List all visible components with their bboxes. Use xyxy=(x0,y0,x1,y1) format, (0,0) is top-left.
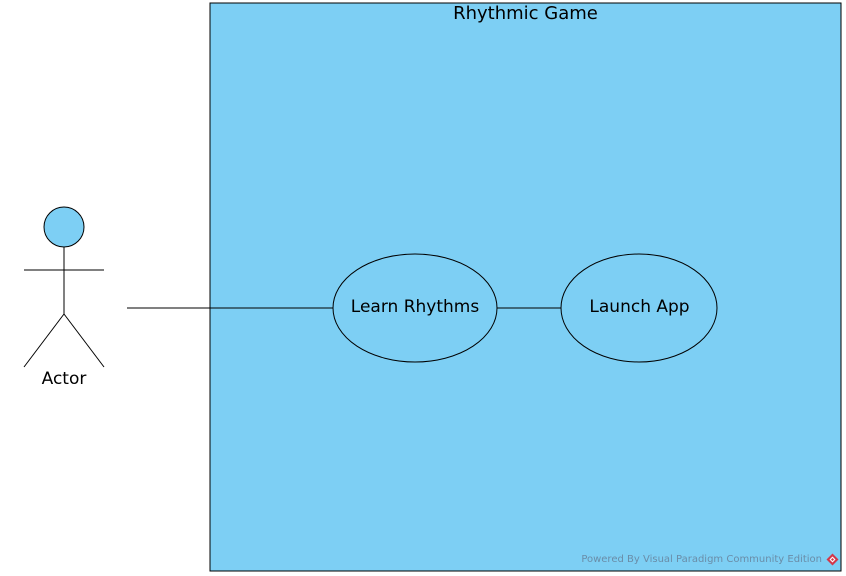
actor-head xyxy=(43,206,85,248)
system-boundary[interactable] xyxy=(209,2,842,572)
watermark: Powered By Visual Paradigm Community Edi… xyxy=(581,553,839,566)
use-case-launch-app[interactable] xyxy=(560,253,718,363)
actor-label: Actor xyxy=(41,369,87,389)
use-case-label-launch-app: Launch App xyxy=(589,297,690,317)
actor-left-leg xyxy=(23,313,65,368)
actor-figure[interactable] xyxy=(23,206,105,368)
actor-right-leg xyxy=(63,313,105,368)
use-case-label-learn-rhythms: Learn Rhythms xyxy=(350,297,480,317)
system-title: Rhythmic Game xyxy=(453,3,598,24)
use-case-learn-rhythms[interactable] xyxy=(332,253,498,363)
visual-paradigm-logo-icon xyxy=(826,553,839,566)
watermark-text: Powered By Visual Paradigm Community Edi… xyxy=(581,554,822,565)
